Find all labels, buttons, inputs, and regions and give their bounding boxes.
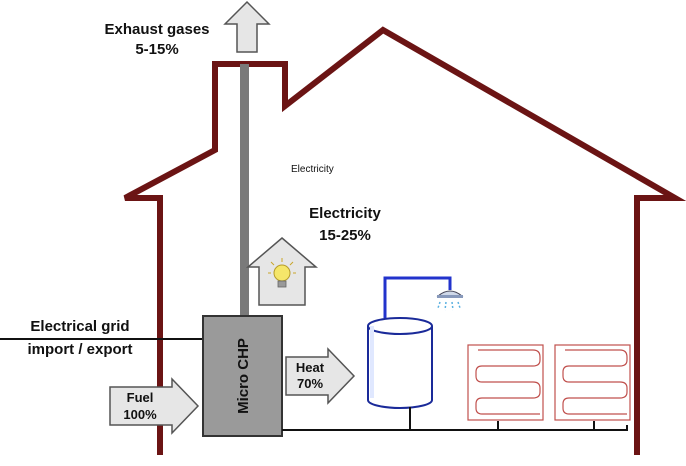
grid-label-2: import / export: [27, 341, 132, 358]
fuel-arrow: [109, 377, 200, 435]
water-pipe: [383, 276, 452, 318]
fuel-label-2: 100%: [123, 407, 157, 422]
heat-label-2: 70%: [297, 376, 323, 391]
exhaust-arrow: [223, 0, 271, 53]
heating-pipe: [282, 425, 628, 431]
heat-label-1: Heat: [296, 360, 325, 375]
exhaust-label-1: Exhaust gases: [104, 21, 209, 38]
chimney-pipe: [240, 64, 249, 320]
shower-head-icon: [436, 290, 464, 311]
electricity-label-1: Electricity: [309, 205, 381, 222]
micro-chp-box: [202, 315, 283, 437]
grid-label-1: Electrical grid: [30, 318, 129, 335]
fuel-label-1: Fuel: [127, 390, 154, 405]
micro-chp-label: Micro CHP: [235, 338, 252, 414]
electricity-small-label: Electricity: [291, 164, 334, 175]
light-bulb-icon: [268, 258, 296, 288]
hot-water-tank-icon: [367, 317, 433, 409]
electricity-arrow: [245, 237, 319, 306]
electricity-label-2: 15-25%: [319, 227, 371, 244]
house-outline: [123, 26, 686, 455]
radiator-icon: [554, 344, 631, 421]
heat-arrow: [285, 347, 356, 405]
radiator-icon: [467, 344, 544, 421]
exhaust-label-2: 5-15%: [135, 41, 178, 58]
